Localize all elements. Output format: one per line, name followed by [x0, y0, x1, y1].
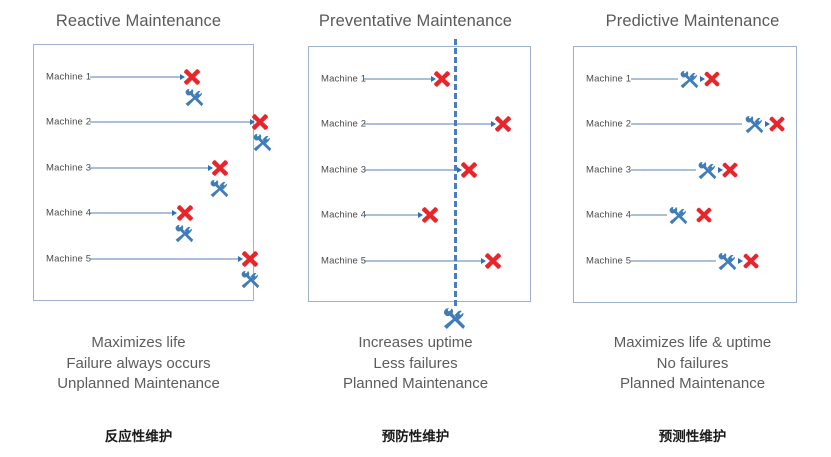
- arrow-right-icon: [491, 121, 496, 127]
- failure-x-icon: [460, 161, 479, 180]
- failure-x-icon: [241, 250, 260, 269]
- cn-label-reactive: 反应性维护: [104, 429, 173, 445]
- maintenance-tools-icon: [240, 269, 260, 289]
- failure-x-icon: [183, 68, 202, 87]
- failure-x-icon: [251, 113, 270, 132]
- dashed-schedule-line: [454, 39, 457, 306]
- arrow-right-icon: [418, 212, 423, 218]
- machine-label: Machine 5: [586, 255, 632, 267]
- failure-x-icon: [768, 115, 786, 133]
- cn-label-preventative: 预防性维护: [381, 429, 450, 445]
- machine-label: Machine 1: [46, 71, 92, 83]
- chart-box-preventative: Machine 1 Machine 2 Machine 3 Machine 4 Mach…: [308, 46, 531, 302]
- maintenance-tools-icon: [668, 205, 688, 225]
- machine-label: Machine 2: [46, 116, 92, 128]
- caption-preventative: Increases uptime Less failures Planned M…: [342, 334, 489, 392]
- arrow-right-icon: [208, 165, 213, 171]
- failure-x-icon: [721, 161, 739, 179]
- timeline-line: [631, 260, 716, 262]
- timeline-line: [90, 121, 250, 123]
- machine-label: Machine 5: [321, 255, 367, 267]
- machine-label: Machine 4: [586, 209, 632, 221]
- failure-x-icon: [421, 206, 440, 225]
- timeline-line: [364, 214, 418, 216]
- timeline-line: [631, 78, 678, 80]
- maintenance-tools-icon: [697, 160, 717, 180]
- arrow-right-icon: [172, 210, 177, 216]
- machine-label: Machine 2: [586, 118, 632, 130]
- failure-x-icon: [433, 70, 452, 89]
- arrow-right-icon: [238, 256, 243, 262]
- machine-label: Machine 5: [46, 253, 92, 265]
- machine-label: Machine 4: [321, 209, 367, 221]
- arrow-right-icon: [431, 76, 436, 82]
- maintenance-tools-icon: [184, 87, 204, 107]
- machine-label: Machine 3: [46, 162, 92, 174]
- caption-predictive: Maximizes life & uptime No failures Plan…: [613, 334, 772, 392]
- scheduled-maintenance-tools-icon: [442, 306, 466, 330]
- timeline-line: [90, 258, 238, 260]
- timeline-line: [631, 214, 667, 216]
- failure-x-icon: [494, 115, 513, 134]
- timeline-line: [364, 78, 431, 80]
- arrow-right-icon: [481, 258, 486, 264]
- failure-x-icon: [695, 206, 713, 224]
- machine-label: Machine 4: [46, 207, 92, 219]
- chart-box-predictive: Machine 1 Machine 2 Machine 3 Machine 4 Mach…: [573, 46, 797, 303]
- arrow-right-icon: [180, 74, 185, 80]
- timeline-line: [90, 167, 208, 169]
- machine-label: Machine 1: [321, 73, 367, 85]
- timeline-line: [631, 169, 696, 171]
- timeline-line: [90, 76, 180, 78]
- maintenance-tools-icon: [209, 178, 229, 198]
- arrow-right-icon: [250, 119, 255, 125]
- machine-label: Machine 2: [321, 118, 367, 130]
- timeline-line: [90, 212, 172, 214]
- arrow-right-icon: [738, 258, 743, 264]
- failure-x-icon: [703, 70, 721, 88]
- arrow-right-icon: [765, 121, 770, 127]
- timeline-line: [364, 169, 457, 171]
- failure-x-icon: [742, 252, 760, 270]
- cn-label-predictive: 预测性维护: [658, 429, 727, 445]
- chart-box-reactive: Machine 1 Machine 2 Machine 3 Machine 4 Mach…: [33, 44, 272, 301]
- maintenance-tools-icon: [174, 223, 194, 243]
- machine-label: Machine 3: [321, 164, 367, 176]
- machine-label: Machine 3: [586, 164, 632, 176]
- maintenance-tools-icon: [717, 251, 737, 271]
- machine-label: Machine 1: [586, 73, 632, 85]
- panel-title-predictive: Predictive Maintenance: [605, 12, 780, 30]
- failure-x-icon: [484, 252, 503, 271]
- maintenance-tools-icon: [252, 132, 272, 152]
- caption-reactive: Maximizes life Failure always occurs Unp…: [57, 334, 220, 392]
- maintenance-tools-icon: [744, 114, 764, 134]
- timeline-line: [631, 123, 742, 125]
- failure-x-icon: [211, 159, 230, 178]
- failure-x-icon: [176, 204, 195, 223]
- timeline-line: [364, 123, 491, 125]
- arrow-right-icon: [718, 167, 723, 173]
- panel-title-reactive: Reactive Maintenance: [55, 12, 222, 30]
- timeline-line: [364, 260, 481, 262]
- arrow-right-icon: [457, 167, 462, 173]
- arrow-right-icon: [700, 76, 705, 82]
- maintenance-tools-icon: [679, 69, 699, 89]
- panel-title-preventative: Preventative Maintenance: [318, 12, 513, 30]
